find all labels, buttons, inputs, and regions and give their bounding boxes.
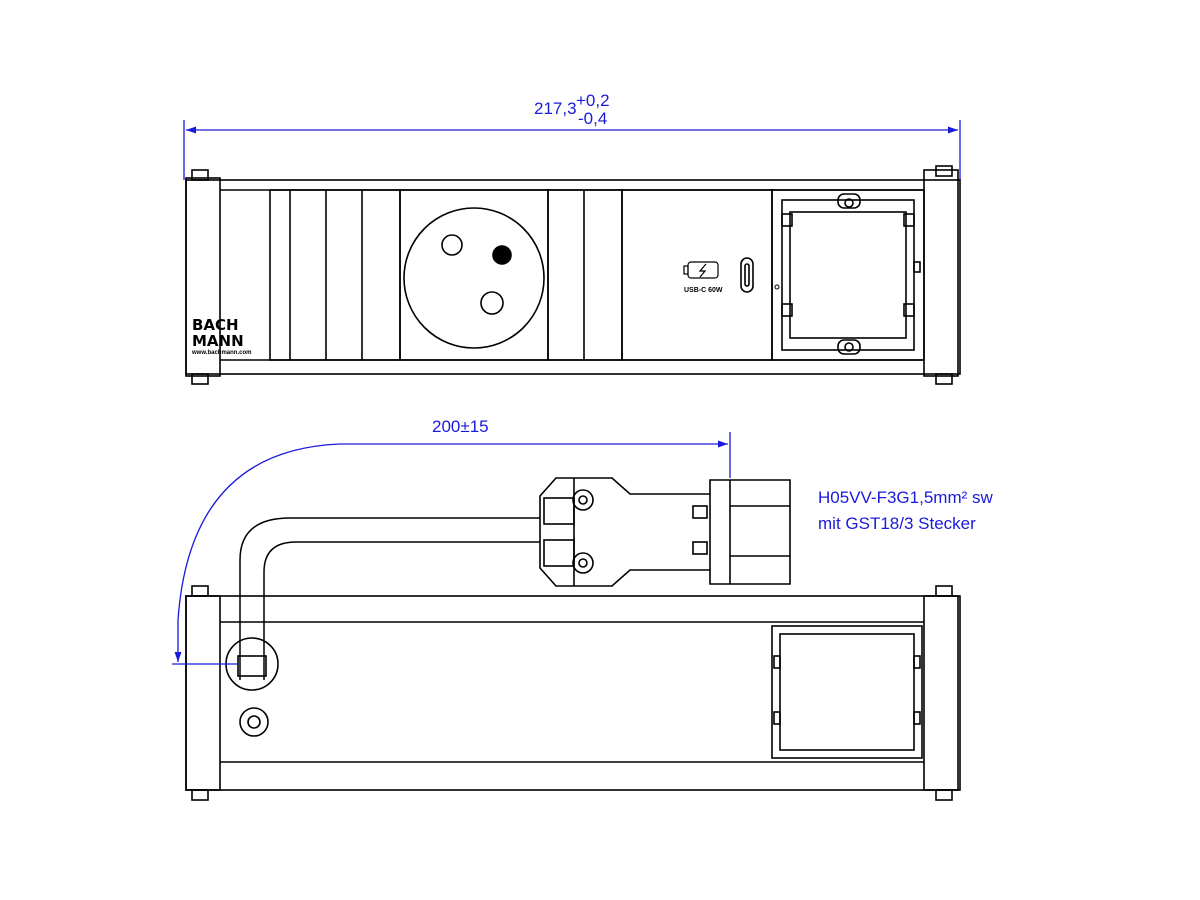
overall-width-value: 217,3 — [534, 99, 577, 118]
left-end-cap — [185, 177, 221, 377]
usb-label: USB-C 60W — [684, 287, 723, 294]
mounting-hole — [239, 707, 269, 737]
right-end-cap — [923, 169, 959, 377]
gst18-plug — [539, 477, 791, 587]
front-view — [183, 120, 961, 385]
cable-spec-line-1: H05VV-F3G1,5mm² sw — [818, 488, 993, 507]
cable-length-dimension — [172, 432, 731, 665]
cable-spec-line-2: mit GST18/3 Stecker — [818, 514, 976, 533]
usb-c-port-icon — [740, 257, 754, 293]
screw-icon — [837, 193, 861, 209]
cable-length-value: 200±15 — [432, 417, 489, 436]
tolerance-lower: -0,4 — [578, 109, 607, 128]
screw-icon — [837, 339, 861, 355]
logo-url: www.bachmann.com — [191, 350, 251, 356]
french-socket-module — [399, 189, 549, 361]
logo-line-1: BACH — [192, 316, 239, 334]
french-socket-icon — [403, 207, 545, 349]
logo-line-2: MANN — [192, 332, 244, 350]
tolerance-upper: +0,2 — [576, 91, 610, 110]
empty-module-frame — [771, 189, 925, 361]
battery-charge-icon — [683, 261, 719, 279]
